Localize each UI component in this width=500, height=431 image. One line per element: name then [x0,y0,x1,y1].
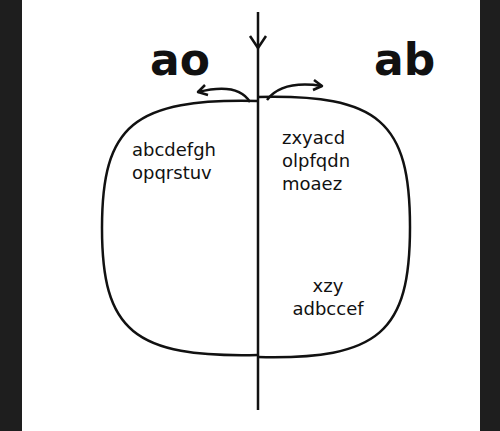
label-holder: ab [374,38,435,82]
hemisphere-outline [102,100,258,356]
label-holder: ao [150,38,210,82]
down-arrowhead [250,36,266,48]
stimulus-word: ab [374,38,435,82]
hemisphere-outline-path [102,101,258,355]
hemisphere: zxyacd olpfqdn moaez xzy adbccef [258,96,410,358]
letter-block: xzy adbccef [276,274,380,320]
arrowhead [198,85,208,95]
hemisphere-outline-path [258,97,410,357]
stimulus-word: ao [150,38,210,82]
dark-border-strip [480,0,500,431]
midline [257,12,260,410]
arrowhead [313,80,322,90]
dark-border-strip [0,0,22,431]
letter-block: abcdefgh opqrstuv [132,138,244,184]
hemisphere: abcdefgh opqrstuv [102,100,258,356]
letter-block: zxyacd olpfqdn moaez [282,126,382,195]
